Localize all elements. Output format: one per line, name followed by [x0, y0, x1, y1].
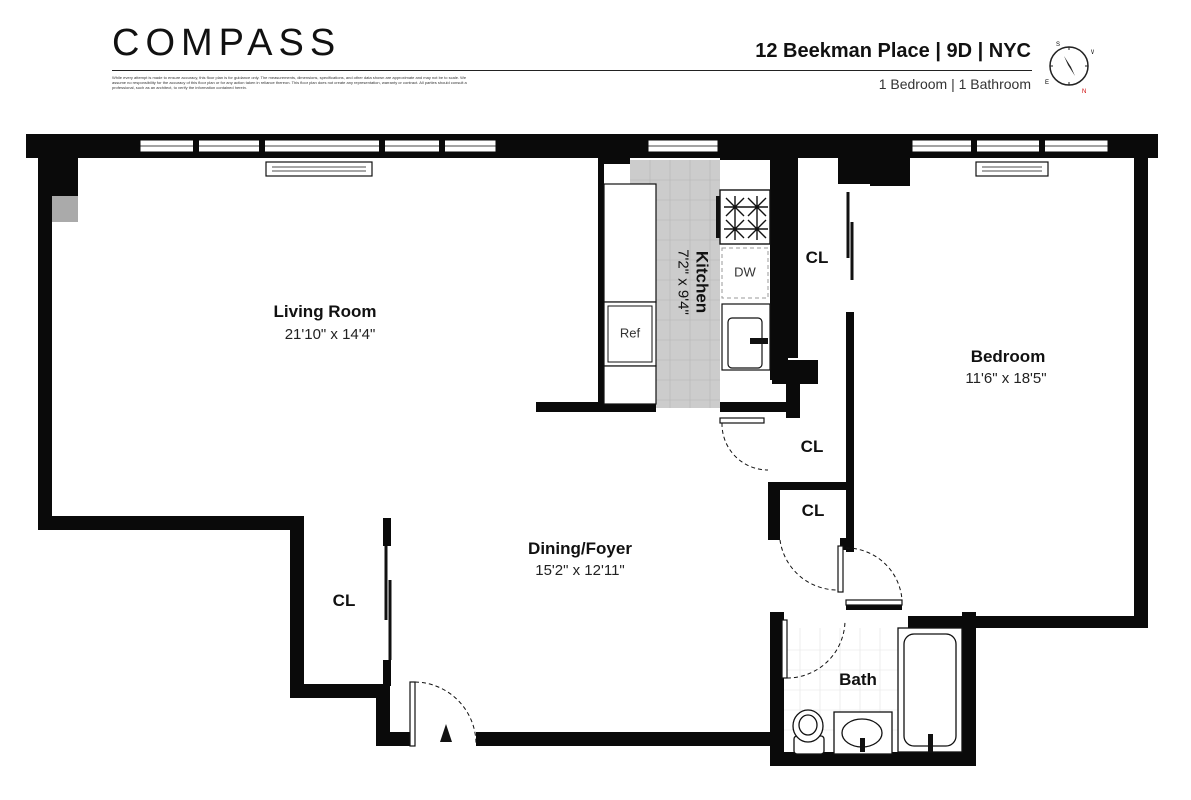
svg-text:E: E — [1045, 80, 1049, 86]
refrigerator-label: Ref — [619, 325, 641, 341]
kitchen-counters — [603, 183, 657, 405]
listing-address: 12 Beekman Place | 9D | NYC — [755, 40, 1031, 62]
svg-text:S: S — [1056, 42, 1060, 48]
toilet — [792, 709, 825, 755]
living-room-dims: 21'10" x 14'4" — [284, 326, 376, 343]
kitchen-dims: 7'2" x 9'4" — [674, 249, 692, 315]
foyer-closet-label: CL — [332, 591, 356, 610]
listing-summary: 1 Bedroom | 1 Bathroom — [878, 76, 1031, 92]
bath-name: Bath — [839, 670, 877, 689]
svg-text:N: N — [1082, 89, 1086, 95]
radiators — [265, 161, 1049, 177]
walls — [26, 134, 1158, 766]
hall-closet-2-label: CL — [801, 501, 825, 520]
entrance-arrow-icon — [440, 724, 452, 742]
bathtub — [897, 627, 963, 753]
swing-doors — [409, 417, 903, 747]
bedroom-name: Bedroom — [970, 347, 1046, 366]
stove — [716, 189, 771, 245]
bedroom-closet-label: CL — [805, 248, 829, 267]
header-divider — [112, 70, 1032, 71]
bath-sink — [833, 711, 893, 755]
compass-logo: COMPASS — [112, 22, 342, 64]
dining-foyer-dims: 15'2" x 12'11" — [535, 562, 625, 579]
dining-foyer-name: Dining/Foyer — [528, 539, 632, 558]
svg-text:W: W — [1091, 50, 1094, 56]
kitchen-sink — [721, 303, 771, 371]
kitchen-name: Kitchen — [692, 250, 712, 314]
dishwasher-label: DW — [734, 264, 756, 280]
bedroom-dims: 11'6" x 18'5" — [965, 370, 1047, 387]
kitchen-label: Kitchen 7'2" x 9'4" — [675, 249, 712, 315]
disclaimer-text: While every attempt is made to ensure ac… — [112, 75, 467, 90]
living-room-name: Living Room — [273, 302, 377, 321]
windows — [139, 139, 1109, 153]
dishwasher — [721, 247, 769, 299]
closet-doors — [384, 192, 854, 660]
column — [52, 196, 78, 222]
refrigerator — [607, 305, 653, 363]
compass-rose-icon: S W E N — [1045, 42, 1094, 95]
hall-closet-1-label: CL — [800, 437, 824, 456]
